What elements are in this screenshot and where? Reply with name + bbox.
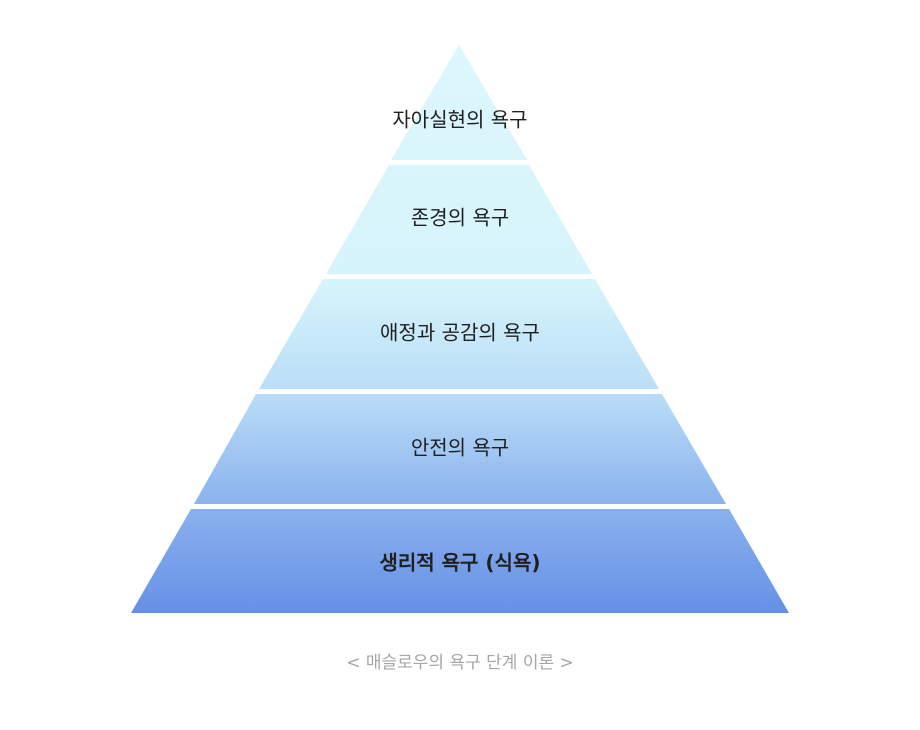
diagram-caption: < 매슬로우의 욕구 단계 이론 > [346,653,574,673]
pyramid-tier-love-belonging: 애정과 공감의 욕구 [259,279,659,389]
tier-label-self-actualization: 자아실현의 욕구 [392,108,527,132]
pyramid-tier-shape [194,394,726,504]
pyramid-tier-shape [131,509,789,613]
tier-label-physiological: 생리적 욕구 (식욕) [379,551,540,575]
tier-label-safety: 안전의 욕구 [411,436,509,460]
pyramid-tier-safety: 안전의 욕구 [194,394,726,504]
pyramid-tier-physiological: 생리적 욕구 (식욕) [131,509,789,613]
pyramid-tier-shape [259,279,659,389]
tier-label-love-belonging: 애정과 공감의 욕구 [380,321,540,345]
pyramid-tier-shape [326,165,592,274]
pyramid-tier-esteem: 존경의 욕구 [326,165,592,274]
pyramid-tier-shape [391,45,527,160]
tier-label-esteem: 존경의 욕구 [411,206,509,230]
pyramid-tier-self-actualization: 자아실현의 욕구 [391,45,528,160]
